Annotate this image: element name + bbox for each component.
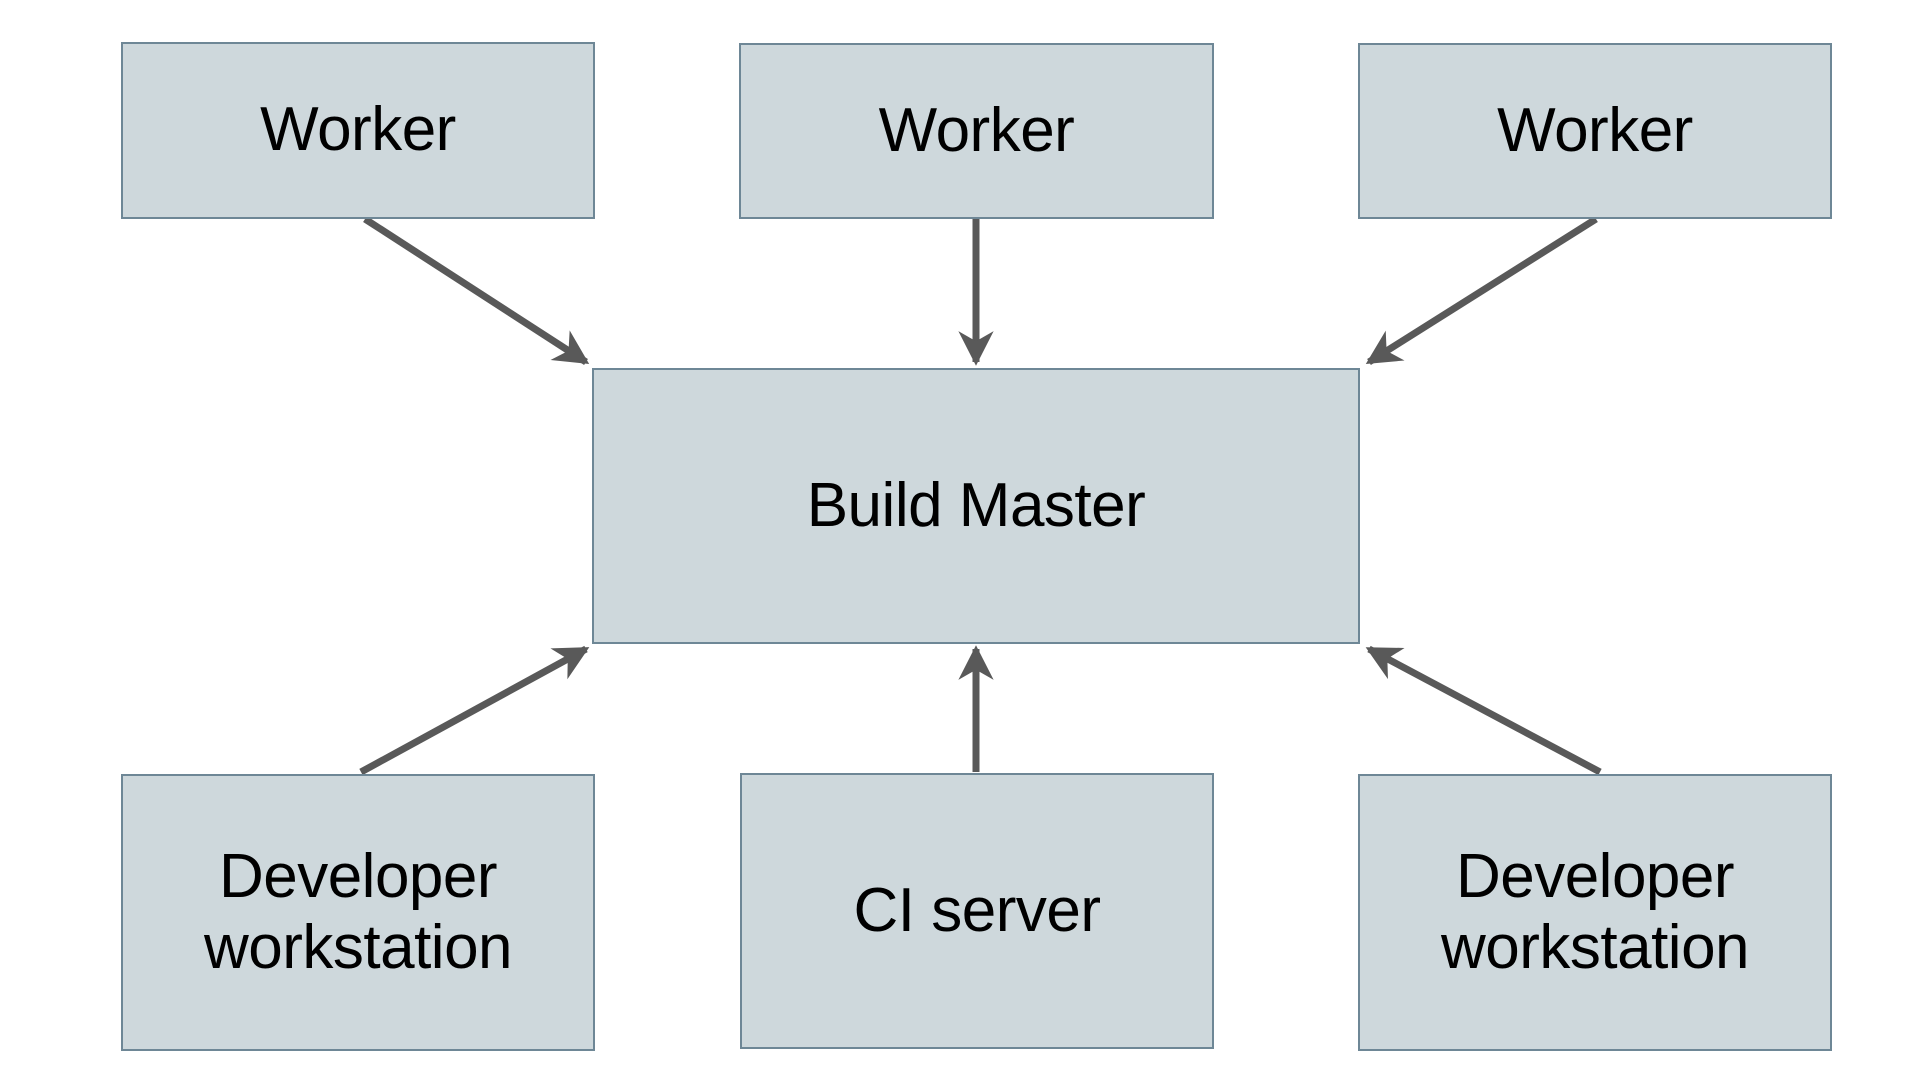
node-worker-3[interactable]: Worker <box>1358 43 1832 219</box>
node-developer-workstation-right[interactable]: Developer workstation <box>1358 774 1832 1051</box>
node-worker-2[interactable]: Worker <box>739 43 1214 219</box>
edge-dev-1-to-master <box>359 645 590 776</box>
node-build-master[interactable]: Build Master <box>592 368 1360 644</box>
node-worker-1[interactable]: Worker <box>121 42 595 219</box>
node-ci-server-label: CI server <box>853 875 1101 945</box>
edge-worker-3-to-master <box>1365 216 1598 365</box>
node-developer-workstation-left-label: Developer workstation <box>203 841 513 982</box>
edge-worker-1-to-master <box>363 216 590 365</box>
node-build-master-label: Build Master <box>806 470 1146 540</box>
node-worker-1-label: Worker <box>260 95 456 165</box>
edge-dev-2-to-master <box>1365 645 1602 776</box>
node-worker-3-label: Worker <box>1497 95 1693 165</box>
node-ci-server[interactable]: CI server <box>740 773 1214 1049</box>
node-developer-workstation-right-label: Developer workstation <box>1440 841 1750 982</box>
node-worker-2-label: Worker <box>878 95 1075 165</box>
node-developer-workstation-left[interactable]: Developer workstation <box>121 774 595 1051</box>
